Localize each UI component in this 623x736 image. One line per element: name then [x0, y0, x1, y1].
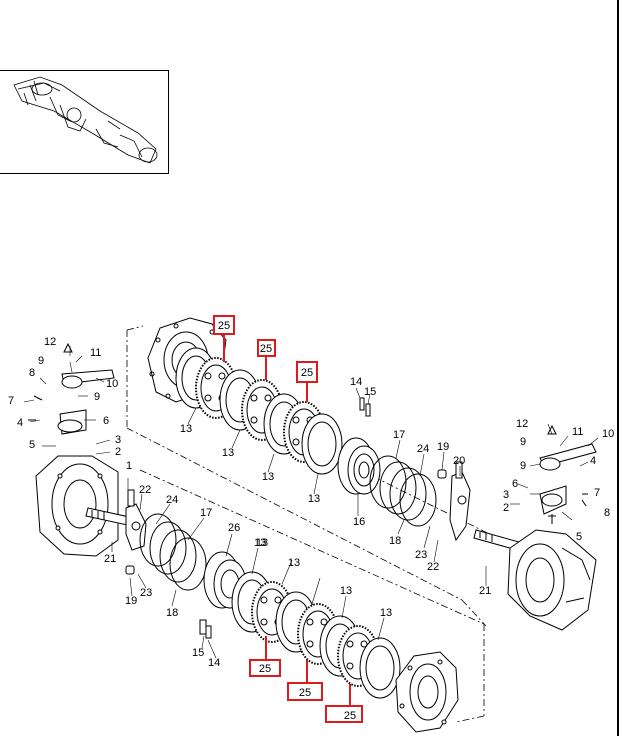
left-group-labels: 12 11 9 10 8 9 7 6 4 5 3 2 1 22 24 17 26… [8, 336, 266, 669]
part-label: 19 [125, 595, 137, 607]
part-label: 5 [29, 439, 35, 451]
part-label: 3 [115, 434, 121, 446]
callout-box [325, 705, 363, 723]
callout-box [296, 361, 318, 383]
upper-stack-labels: 13 13 13 13 [180, 423, 320, 505]
part-label: 11 [90, 347, 101, 359]
part-label: 22 [139, 484, 151, 496]
callout-label: 25 [344, 710, 356, 722]
part-label: 9 [520, 460, 526, 472]
lower-flange-cover [395, 651, 459, 733]
part-label: 18 [166, 607, 178, 619]
right-group-labels: 12 11 10 9 4 9 6 3 7 2 8 5 20 19 24 17 1… [350, 376, 614, 597]
part-label: 21 [104, 553, 116, 565]
part-label: 19 [437, 441, 449, 453]
part-label: 12 [44, 336, 56, 348]
part-label: 26 [228, 522, 240, 534]
left-housing [35, 455, 119, 557]
callout-labels: 25 25 25 25 25 25 [218, 320, 356, 722]
part-label: 12 [516, 418, 528, 430]
part-label: 14 [350, 376, 362, 388]
upper-disc-stack [175, 347, 343, 475]
callout-label: 25 [259, 663, 271, 675]
leader-lines [23, 346, 599, 659]
part-label: 13 [254, 537, 266, 549]
axle-overview-drawing [13, 76, 158, 164]
part-label: 13 [222, 447, 234, 459]
part-label: 8 [604, 507, 610, 519]
left-yoke-22 [125, 489, 147, 551]
callout-box [287, 682, 323, 701]
part-label: 11 [572, 426, 583, 438]
callout-box [257, 339, 276, 357]
part-label: 10 [602, 428, 614, 440]
part-label: 2 [503, 502, 509, 514]
part-label: 23 [415, 549, 427, 561]
part-label: 13 [288, 557, 300, 569]
callout-label: 25 [218, 320, 230, 332]
right-yoke-20 [449, 461, 471, 542]
part-label: 17 [200, 507, 212, 519]
lower-disc-stack [231, 571, 401, 699]
part-label: 22 [427, 561, 439, 573]
part-label: 3 [503, 489, 509, 501]
piston-16 [337, 437, 381, 495]
right-arm-group [539, 424, 597, 524]
part-label: 8 [29, 367, 35, 379]
part-label: 9 [520, 436, 526, 448]
callout-connectors [223, 334, 351, 706]
part-label: 7 [594, 487, 600, 499]
part-label: 24 [417, 443, 429, 455]
part-label: 5 [576, 531, 582, 543]
left-arm-group [28, 342, 115, 435]
left-small-parts [125, 565, 212, 639]
part-label: 7 [8, 395, 14, 407]
part-label: 9 [38, 355, 44, 367]
lower-stack-labels: 13 13 13 13 [256, 537, 392, 619]
part-label: 4 [17, 417, 23, 429]
part-label: 16 [353, 516, 365, 528]
part-label: 6 [103, 415, 109, 427]
part-label: 13 [380, 607, 392, 619]
part-label: 23 [140, 587, 152, 599]
part-label: 4 [590, 455, 596, 467]
part-label: 15 [364, 386, 376, 398]
part-label: 17 [393, 429, 405, 441]
part-label: 21 [479, 585, 491, 597]
page-right-border [617, 0, 619, 736]
callout-box [213, 315, 235, 335]
part-label: 1 [126, 460, 132, 472]
part-label: 6 [512, 478, 518, 490]
callout-boxes [213, 315, 363, 723]
right-sleeve-19 [437, 469, 447, 479]
part-label: 14 [208, 657, 220, 669]
part-label: 13 [180, 423, 192, 435]
callout-label: 25 [299, 687, 311, 699]
part-label: 13 [262, 471, 274, 483]
part-label: 13 [340, 585, 352, 597]
axle-overview-inset [0, 70, 169, 174]
part-label: 10 [106, 378, 118, 390]
part-label: 18 [389, 535, 401, 547]
callout-label: 25 [301, 367, 313, 379]
spring-17-left [139, 513, 207, 591]
part-label: 20 [453, 455, 465, 467]
part-label: 24 [166, 494, 178, 506]
part-label: 13 [308, 493, 320, 505]
callout-label: 25 [260, 343, 272, 355]
right-housing [507, 529, 597, 631]
part-label: 9 [94, 391, 100, 403]
part-label: 15 [192, 647, 204, 659]
part-label: 2 [115, 446, 121, 458]
spring-17-right [369, 455, 437, 527]
part-label: 13 [256, 537, 268, 549]
callout-box [249, 659, 281, 677]
